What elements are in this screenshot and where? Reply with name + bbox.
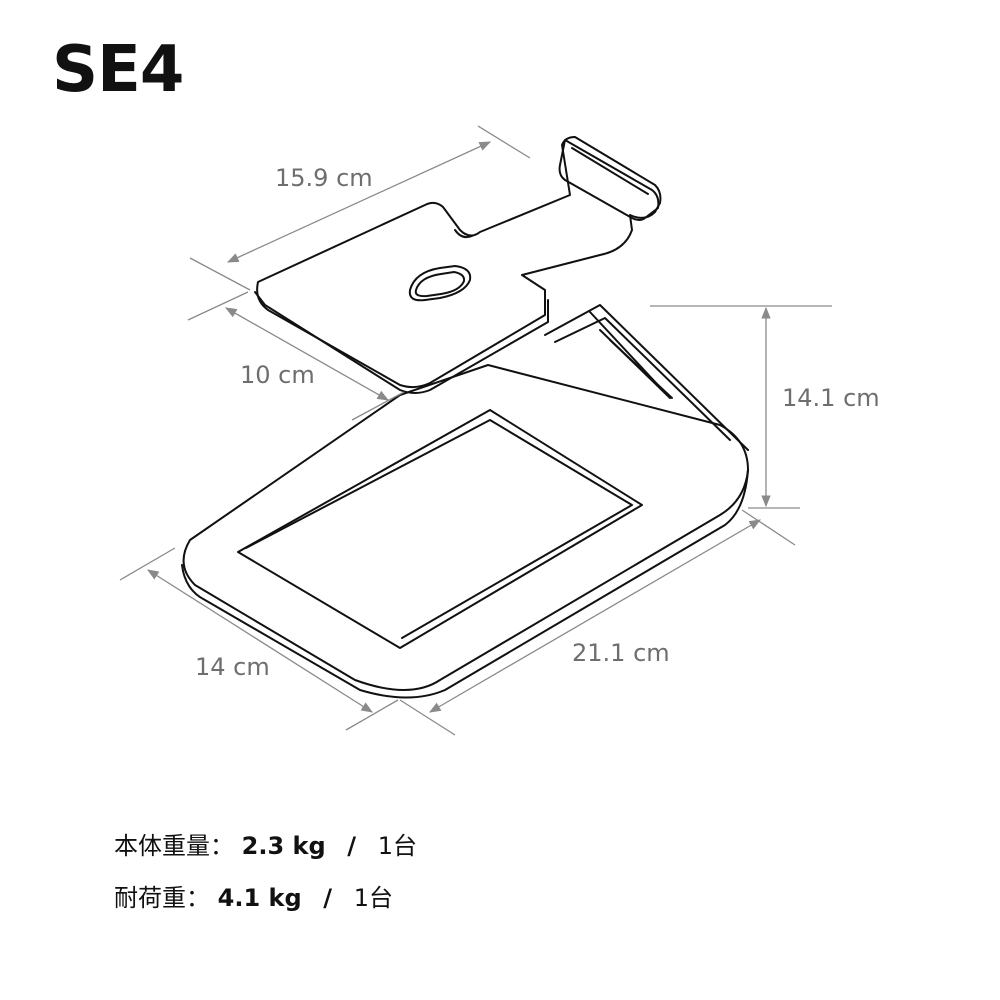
- product-title: SE4: [52, 33, 184, 107]
- dim-line-top-length: [226, 141, 492, 263]
- spec-load-value: 4.1 kg: [217, 884, 302, 912]
- spec-load-separator: /: [323, 884, 333, 912]
- dim-line-base-width: [147, 569, 373, 713]
- dim-label-height: 14.1 cm: [782, 384, 880, 412]
- spec-load-unit: 1台: [353, 884, 393, 912]
- dim-line-top-width: [224, 307, 390, 401]
- spec-load-capacity: 耐荷重： 4.1 kg / 1台: [114, 878, 393, 913]
- dim-label-top-width: 10 cm: [240, 361, 315, 389]
- dim-label-base-width: 14 cm: [195, 653, 270, 681]
- dim-line-base-length: [428, 519, 762, 713]
- dim-label-top-length: 15.9 cm: [275, 164, 373, 192]
- spec-weight-label: 本体重量：: [114, 832, 234, 860]
- spec-weight-separator: /: [347, 832, 357, 860]
- spec-load-label: 耐荷重：: [114, 884, 210, 912]
- dimension-lines: [119, 125, 832, 736]
- spec-weight: 本体重量： 2.3 kg / 1台: [114, 826, 417, 861]
- spec-weight-value: 2.3 kg: [241, 832, 326, 860]
- stand-outline: [181, 136, 749, 699]
- dim-label-base-length: 21.1 cm: [572, 639, 670, 667]
- spec-weight-unit: 1台: [377, 832, 417, 860]
